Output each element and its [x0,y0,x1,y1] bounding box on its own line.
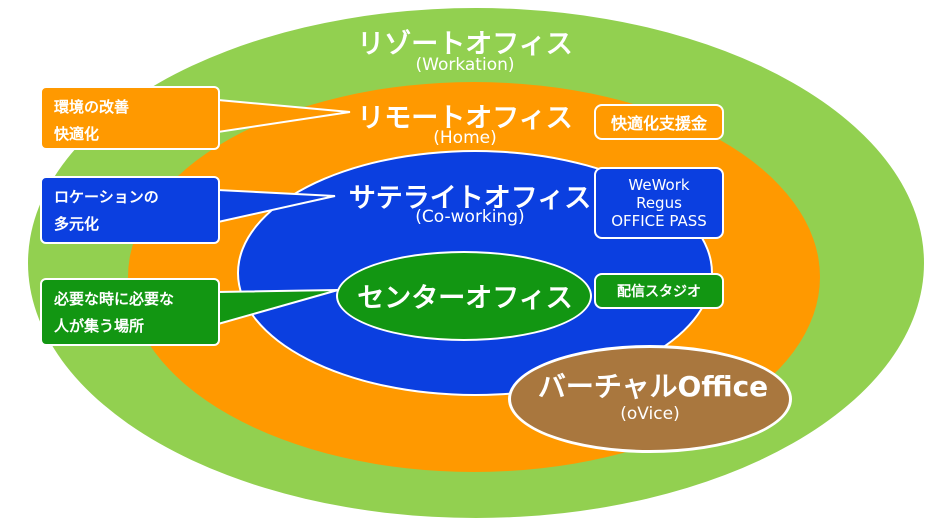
needs-callout: 必要な時に必要な 人が集う場所 [40,278,220,346]
subsidy-tag: 快適化支援金 [594,104,724,140]
coworking-providers-tag: WeWork Regus OFFICE PASS [594,167,724,239]
virtual-office-subtitle: (oVice) [620,404,680,424]
center-office-title: センターオフィス [357,283,573,314]
location-pointer [217,188,336,224]
satellite-office-title: サテライトオフィス [348,183,592,214]
needs-pointer [217,289,339,326]
coworking-provider-3: OFFICE PASS [611,212,707,230]
resort-office-title: リゾートオフィス [357,29,573,60]
comfort-callout: 環境の改善 快適化 [40,86,220,150]
satellite-office-subtitle: (Co-working) [415,207,525,227]
coworking-provider-1: WeWork [628,176,690,194]
comfort-callout-line-2: 快適化 [54,125,100,143]
resort-office-subtitle: (Workation) [415,55,515,75]
needs-callout-line-1: 必要な時に必要な [54,290,175,308]
streaming-studio-tag: 配信スタジオ [594,273,724,309]
virtual-office-title: バーチャルOffice [537,370,769,403]
coworking-provider-2: Regus [636,194,682,212]
comfort-callout-line-1: 環境の改善 [54,98,130,116]
location-callout-line-2: 多元化 [54,215,100,233]
center-office-ring [336,251,592,341]
location-callout-line-1: ロケーションの [54,188,159,206]
remote-office-subtitle: (Home) [433,128,497,148]
needs-callout-line-2: 人が集う場所 [54,317,145,335]
remote-office-title: リモートオフィス [357,103,573,134]
location-callout: ロケーションの 多元化 [40,176,220,244]
virtual-office-ellipse [508,345,792,453]
